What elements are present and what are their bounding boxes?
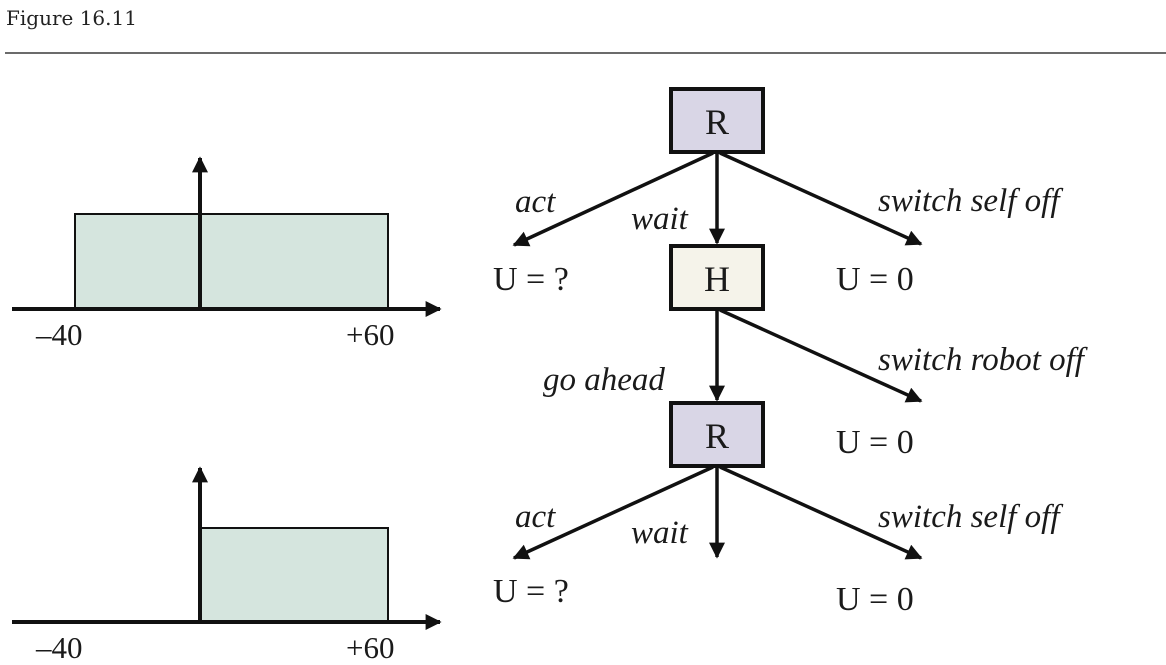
x-min-tick-label: –40: [35, 630, 83, 665]
distribution-area: [199, 527, 389, 623]
edge-switch-self-off: [719, 465, 923, 560]
edge-switch-self-off: [719, 151, 923, 246]
robot-node-second: R: [669, 401, 765, 468]
robot-node-label: R: [705, 102, 729, 142]
distribution-area: [74, 213, 389, 309]
title-divider: [5, 52, 1166, 54]
figure-title: Figure 16.11: [6, 6, 137, 30]
robot-node-box: [669, 87, 765, 154]
decision-tree: R act wait switch self off U = ? U = 0 H…: [493, 87, 1088, 618]
bottom-distribution-plot: –40 +60: [12, 466, 442, 665]
outcome-act: U = ?: [493, 261, 569, 298]
outcome-switch-robot-off: U = 0: [836, 424, 914, 461]
x-max-tick-label: +60: [346, 630, 394, 665]
edge-act: [512, 151, 714, 247]
x-max-tick-label: +60: [346, 317, 394, 352]
outcome-switch-self-off: U = 0: [836, 581, 914, 618]
edge-label-switch-robot-off: switch robot off: [878, 342, 1088, 378]
human-node-label: H: [704, 259, 730, 299]
edge-label-go-ahead: go ahead: [543, 362, 665, 398]
human-node-box: [669, 244, 765, 311]
edge-act: [512, 465, 714, 560]
edge-label-switch-self-off: switch self off: [878, 499, 1063, 535]
human-node: H: [669, 244, 765, 311]
outcome-switch-self-off: U = 0: [836, 261, 914, 298]
edge-label-switch-self-off: switch self off: [878, 183, 1063, 219]
edge-label-act: act: [515, 184, 556, 220]
edge-switch-robot-off: [719, 308, 923, 403]
robot-node-box: [669, 401, 765, 468]
outcome-act: U = ?: [493, 573, 569, 610]
robot-node-root: R: [669, 87, 765, 154]
robot-node-label: R: [705, 416, 729, 456]
edge-label-wait: wait: [631, 515, 689, 551]
edge-label-wait: wait: [631, 201, 689, 237]
x-min-tick-label: –40: [35, 317, 83, 352]
edge-label-act: act: [515, 499, 556, 535]
top-distribution-plot: –40 +60: [12, 156, 442, 352]
